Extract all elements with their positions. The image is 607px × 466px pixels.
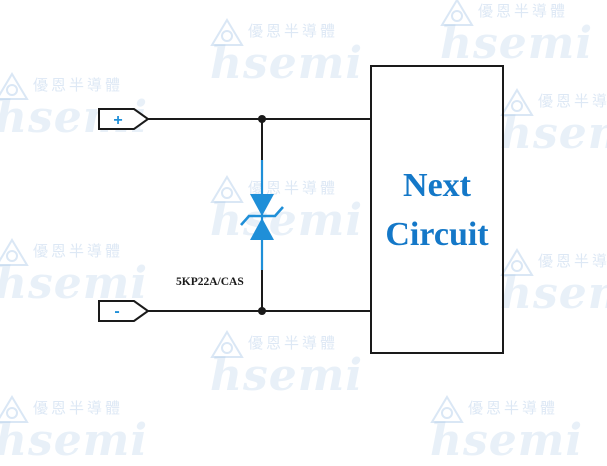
tvs-diode bbox=[240, 160, 284, 270]
next-circuit-block bbox=[370, 65, 504, 354]
negative-terminal: - bbox=[98, 300, 150, 322]
tvs-part-label: 5KP22A/CAS bbox=[176, 276, 244, 288]
bottom-junction-dot bbox=[258, 307, 266, 315]
top-junction-dot bbox=[258, 115, 266, 123]
positive-terminal: + bbox=[98, 108, 150, 130]
watermark-latin-text: hsemi bbox=[430, 415, 584, 466]
next-circuit-label-line1: Next bbox=[403, 167, 472, 204]
schematic: + - 5KP22A/CAS Next Circuit bbox=[98, 65, 504, 354]
negative-terminal-label: - bbox=[114, 303, 119, 320]
watermark-latin-text: hsemi bbox=[0, 415, 149, 466]
positive-terminal-label: + bbox=[113, 112, 122, 129]
next-circuit-label-line2: Circuit bbox=[385, 216, 489, 253]
